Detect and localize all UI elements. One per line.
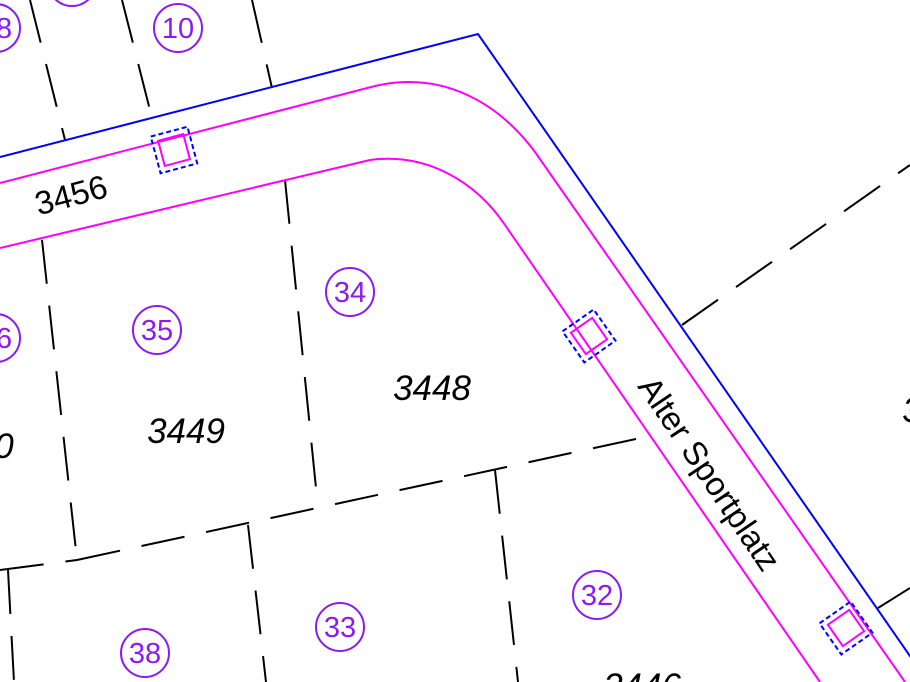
- street-outer-edge: [0, 81, 906, 682]
- house-number-label: 6: [0, 323, 12, 355]
- house-number: 34: [325, 267, 375, 317]
- parcel-number: 3448: [393, 369, 471, 408]
- street-inner-edge: [0, 157, 821, 682]
- parcel-number: 3446: [603, 667, 681, 682]
- house-number-label: 8: [0, 13, 12, 45]
- house-number: 33: [315, 602, 365, 652]
- boundary-marker[interactable]: [818, 600, 874, 656]
- house-number: 8: [0, 3, 21, 53]
- house-number-label: 10: [162, 13, 194, 45]
- house-number-label: 38: [129, 638, 161, 670]
- house-number: 6: [0, 313, 21, 363]
- house-number-circle: [54, 0, 90, 7]
- parcel-number: 0: [0, 427, 14, 466]
- house-number-label: 34: [334, 277, 366, 309]
- house-number: 38: [120, 628, 170, 678]
- blue-boundary-line: [0, 32, 910, 658]
- boundary-marker[interactable]: [561, 308, 617, 364]
- house-number: 10: [153, 3, 203, 53]
- house-number: 32: [572, 570, 622, 620]
- street-parcel-number: 3456: [31, 168, 111, 223]
- house-number-label: 33: [324, 612, 356, 644]
- house-number-label: 32: [581, 580, 613, 612]
- parcel-number: 3449: [147, 412, 225, 451]
- house-number-label: 35: [141, 315, 173, 347]
- parcel-number: 3: [902, 391, 910, 430]
- house-number: 35: [132, 305, 182, 355]
